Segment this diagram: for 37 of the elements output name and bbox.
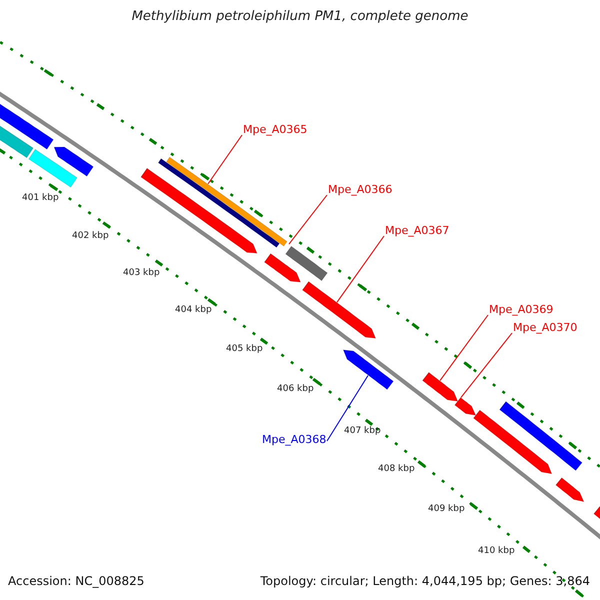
leader-line [326,375,368,442]
tick-label: 402 kbp [72,232,109,242]
tick-label: 408 kbp [378,465,415,475]
tick-label: 407 kbp [344,427,381,437]
tick-label: 410 kbp [478,547,515,557]
gene-label: Mpe_A0365 [243,124,308,136]
leader-line [208,134,242,184]
gene-feature-block [454,397,476,416]
leader-line [288,194,328,245]
gene-feature-block [473,410,552,474]
gene-bar [285,246,328,282]
gene-label: Mpe_A0367 [385,225,450,238]
gene-feature-block [302,281,376,339]
genome-info-text: Topology: circular; Length: 4,044,195 bp; Genes: 3,864 [260,575,590,588]
gene-feature-block [555,477,584,502]
gene-label: Mpe_A0370 [513,322,578,334]
accession-text: Accession: NC_008825 [8,575,144,588]
title: Methylibium petroleiphilum PM1, complete genome [130,10,470,24]
gene-bar [28,148,78,188]
tick-label: 406 kbp [277,385,314,395]
gene-feature-block [422,372,458,402]
tick-label: 403 kbp [123,269,160,279]
leader-line [460,332,512,398]
gene-label: Mpe_A0369 [489,304,554,316]
tick-label: 404 kbp [175,306,212,316]
gene-bar [499,401,583,471]
tick-label: 401 kbp [22,194,59,204]
tick-label: 409 kbp [428,505,465,515]
gene-feature-block [342,350,394,390]
gene-label: Mpe_A0368 [262,434,326,446]
gene-feature-block [140,168,258,254]
leader-line [440,314,488,382]
gene-label: Mpe_A0366 [328,184,392,196]
gene-feature-block [54,146,94,177]
tick-label: 405 kbp [226,345,263,355]
gene-feature-block [264,253,301,282]
leader-line [336,236,384,303]
